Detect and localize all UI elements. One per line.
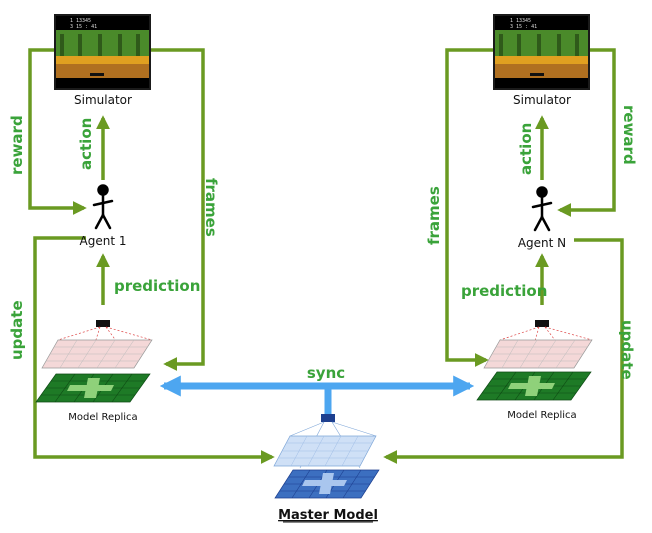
game-score-left: 1 13345 <box>70 18 91 24</box>
reward-label-right: reward <box>620 105 638 165</box>
frames-arrow-right <box>445 48 493 367</box>
replica-left-label: Model Replica <box>68 412 137 423</box>
frames-arrow-left <box>151 48 205 371</box>
master-model <box>273 414 380 499</box>
simulator-left-screen: 1 13345 3 15 : 41 <box>54 14 151 90</box>
stick-figure-icon <box>92 184 114 230</box>
reward-arrow-left <box>28 48 87 215</box>
reward-label-left: reward <box>8 115 26 175</box>
action-label-right: action <box>517 123 535 175</box>
replica-right-label: Model Replica <box>507 410 576 421</box>
master-model-label: Master Model <box>278 508 378 523</box>
stick-figure-icon <box>531 186 553 232</box>
reward-arrow-right <box>557 48 616 217</box>
game-time-left: 3 15 : 41 <box>70 24 97 30</box>
simulator-right-label: Simulator <box>513 93 571 107</box>
update-arrow-left <box>33 236 275 464</box>
model-replica-left <box>35 320 153 403</box>
frames-label-right: frames <box>425 186 443 245</box>
game-time-right: 3 15 : 41 <box>510 24 537 30</box>
model-replica-right <box>476 320 593 401</box>
sync-label: sync <box>307 364 345 382</box>
simulator-left-label: Simulator <box>74 93 132 107</box>
update-arrow-right <box>383 238 624 464</box>
update-label-left: update <box>8 300 26 360</box>
frames-label-left: frames <box>202 178 220 237</box>
agent-left-label: Agent 1 <box>80 234 127 248</box>
prediction-label-left: prediction <box>114 277 200 295</box>
action-label-left: action <box>77 118 95 170</box>
prediction-label-right: prediction <box>461 282 547 300</box>
simulator-right-screen: 1 13345 3 15 : 41 <box>493 14 590 90</box>
game-score-right: 1 13345 <box>510 18 531 24</box>
update-label-right: update <box>618 320 636 380</box>
agent-right-label: Agent N <box>518 236 566 250</box>
